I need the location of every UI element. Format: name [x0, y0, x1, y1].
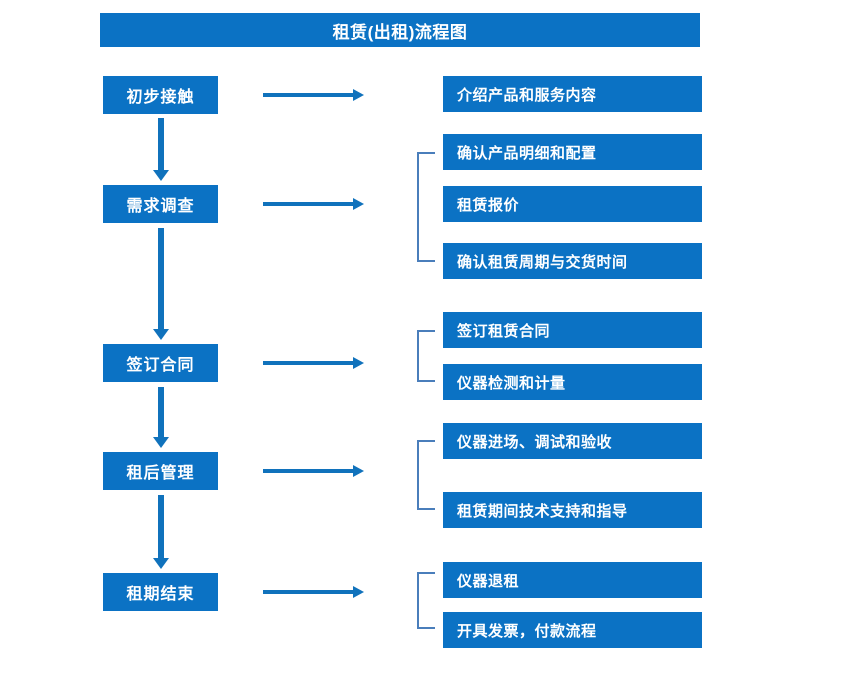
arrow-head: [153, 170, 169, 181]
vertical-arrow-4: [148, 495, 174, 569]
horizontal-arrow-2: [263, 196, 364, 212]
detail-box-confirm-lease-period[interactable]: 确认租赁周期与交货时间: [443, 243, 702, 279]
arrow-head: [153, 558, 169, 569]
bracket-connector-post-rental: [417, 440, 435, 510]
detail-box-instrument-return[interactable]: 仪器退租: [443, 562, 702, 598]
detail-box-invoice-payment[interactable]: 开具发票，付款流程: [443, 612, 702, 648]
detail-box-technical-support[interactable]: 租赁期间技术支持和指导: [443, 492, 702, 528]
arrow-head: [353, 357, 364, 369]
horizontal-arrow-5: [263, 584, 364, 600]
bracket-connector-needs-survey: [417, 152, 435, 262]
arrow-shaft: [263, 361, 353, 365]
horizontal-arrow-3: [263, 355, 364, 371]
arrow-head: [353, 89, 364, 101]
bracket-connector-sign-contract: [417, 330, 435, 382]
arrow-shaft: [263, 202, 353, 206]
detail-box-confirm-product-details[interactable]: 确认产品明细和配置: [443, 134, 702, 170]
arrow-head: [353, 586, 364, 598]
diagram-title: 租赁(出租)流程图: [100, 13, 700, 47]
detail-box-instrument-entry-commissioning[interactable]: 仪器进场、调试和验收: [443, 423, 702, 459]
detail-box-instrument-inspection[interactable]: 仪器检测和计量: [443, 364, 702, 400]
arrow-head: [153, 437, 169, 448]
arrow-shaft: [158, 118, 164, 170]
horizontal-arrow-1: [263, 87, 364, 103]
stage-box-post-rental-management[interactable]: 租后管理: [103, 452, 218, 490]
arrow-shaft: [158, 387, 164, 437]
vertical-arrow-1: [148, 118, 174, 181]
arrow-head: [353, 198, 364, 210]
stage-box-sign-contract[interactable]: 签订合同: [103, 344, 218, 382]
stage-box-lease-end[interactable]: 租期结束: [103, 573, 218, 611]
arrow-shaft: [158, 495, 164, 558]
vertical-arrow-2: [148, 228, 174, 340]
vertical-arrow-3: [148, 387, 174, 448]
stage-box-needs-survey[interactable]: 需求调查: [103, 185, 218, 223]
arrow-shaft: [263, 469, 353, 473]
arrow-shaft: [158, 228, 164, 329]
horizontal-arrow-4: [263, 463, 364, 479]
stage-box-initial-contact[interactable]: 初步接触: [103, 76, 218, 114]
arrow-head: [353, 465, 364, 477]
detail-box-sign-lease-contract[interactable]: 签订租赁合同: [443, 312, 702, 348]
bracket-connector-lease-end: [417, 572, 435, 629]
arrow-head: [153, 329, 169, 340]
detail-box-rental-quotation[interactable]: 租赁报价: [443, 186, 702, 222]
detail-box-introduce-products[interactable]: 介绍产品和服务内容: [443, 76, 702, 112]
arrow-shaft: [263, 590, 353, 594]
arrow-shaft: [263, 93, 353, 97]
